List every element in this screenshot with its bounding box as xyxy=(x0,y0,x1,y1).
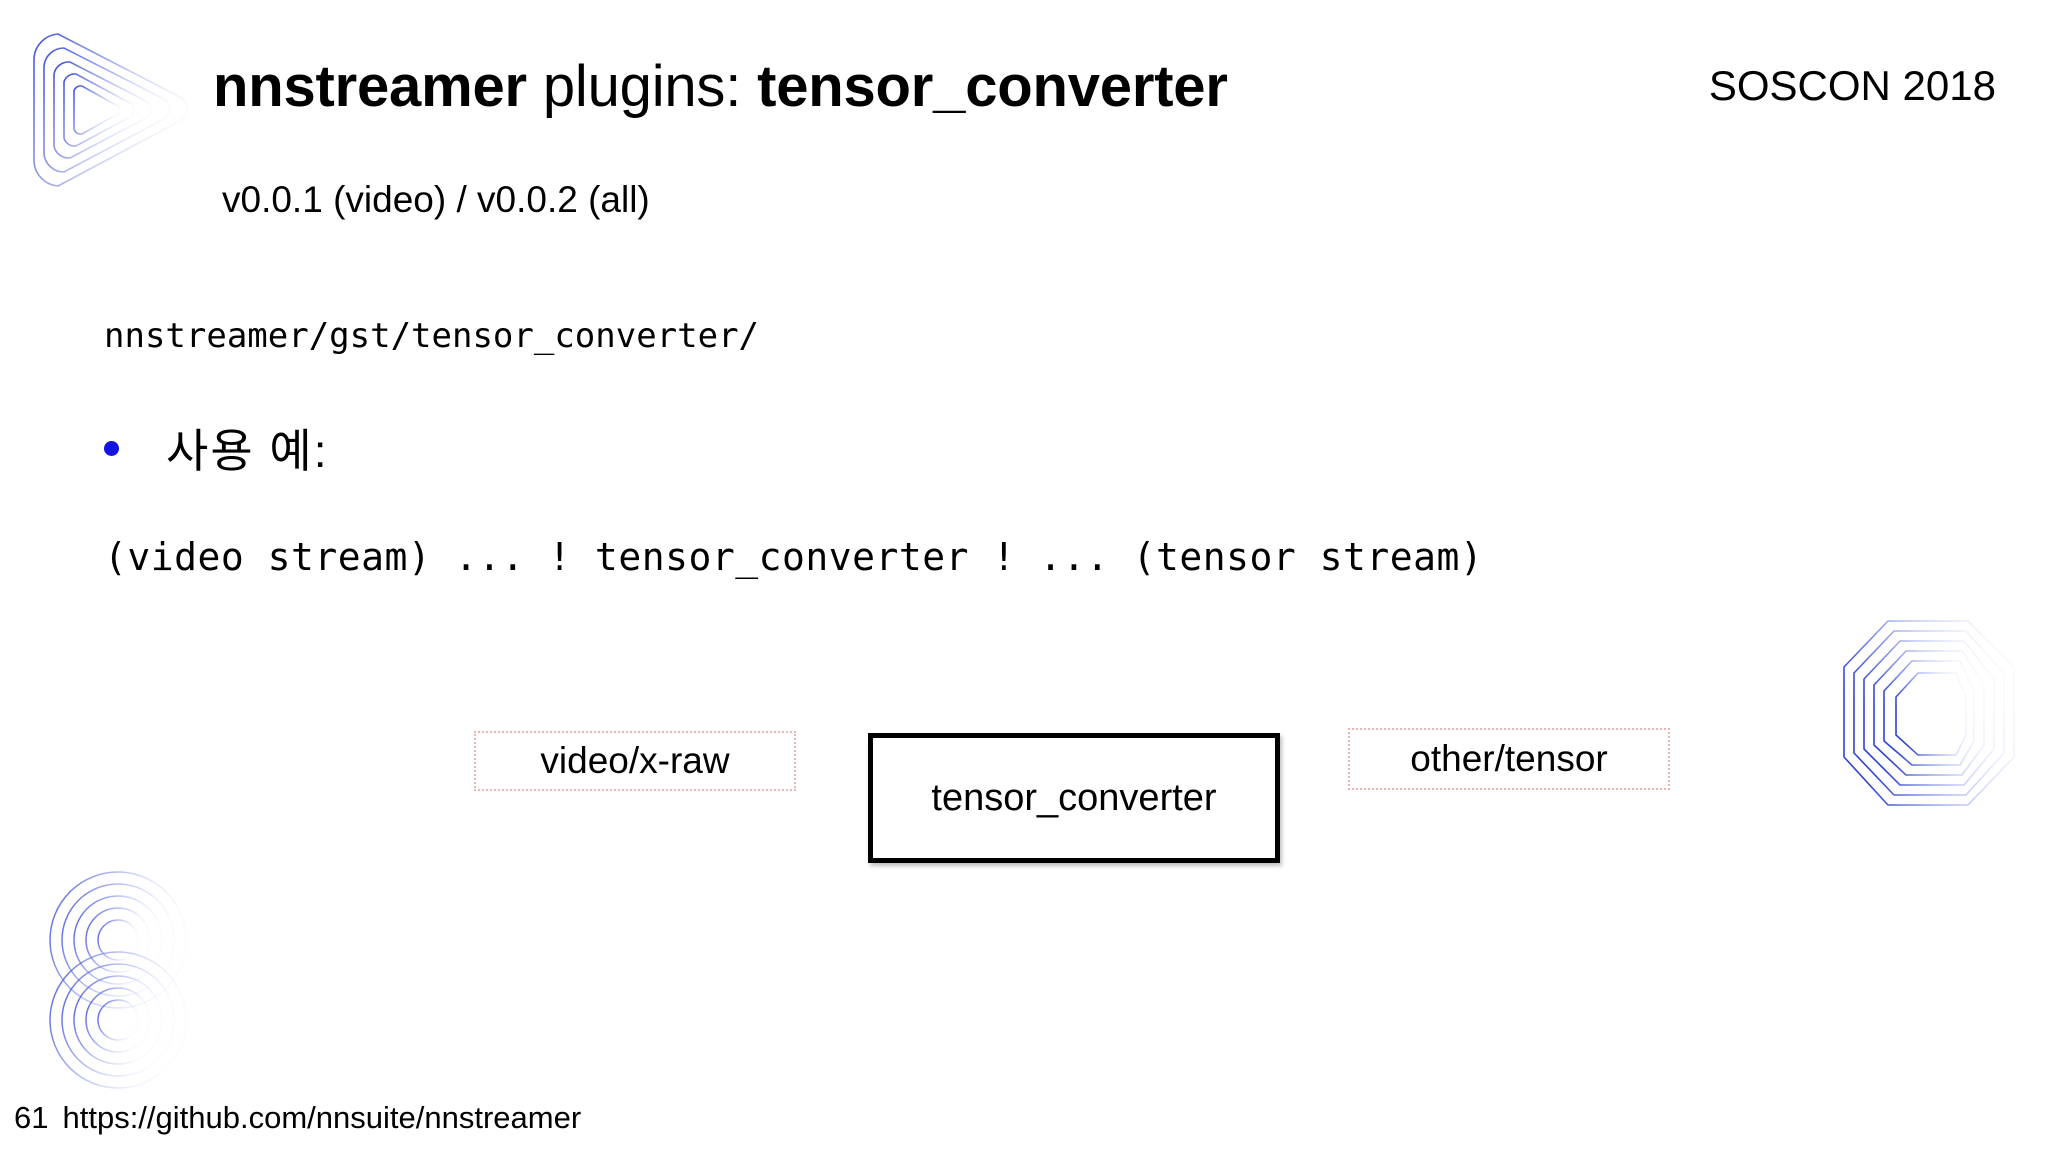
title-part-normal: plugins: xyxy=(526,54,758,119)
bullet-dot-icon xyxy=(104,440,119,456)
bullet-item-usage: 사용 예: xyxy=(104,415,329,481)
bullet-item-label: 사용 예: xyxy=(166,425,329,477)
input-caps-label: video/x-raw xyxy=(540,740,730,781)
page-title: nnstreamer plugins: tensor_converter xyxy=(213,54,1228,120)
input-caps-box: video/x-raw xyxy=(474,731,796,791)
logo-bottom-left-icon xyxy=(49,871,187,1089)
conference-label: SOSCON 2018 xyxy=(1708,62,1996,109)
logo-right-icon xyxy=(1843,620,2015,806)
output-caps-label: other/tensor xyxy=(1410,738,1608,779)
pipeline-code-text: (video stream) ... ! tensor_converter ! … xyxy=(104,535,1484,579)
footer: 61 https://github.com/nnsuite/nnstreamer xyxy=(14,1100,581,1136)
process-block-tensor-converter: tensor_converter xyxy=(868,733,1280,863)
title-part-bold-2: tensor_converter xyxy=(757,54,1228,119)
logo-top-left-icon xyxy=(33,33,188,187)
source-path-text: nnstreamer/gst/tensor_converter/ xyxy=(104,316,760,356)
output-caps-box: other/tensor xyxy=(1348,728,1670,790)
page-number: 61 xyxy=(14,1100,49,1135)
page-subtitle: v0.0.1 (video) / v0.0.2 (all) xyxy=(222,179,650,220)
title-part-bold-1: nnstreamer xyxy=(213,54,527,119)
process-block-label: tensor_converter xyxy=(931,776,1217,819)
repo-url-link[interactable]: https://github.com/nnsuite/nnstreamer xyxy=(62,1100,582,1135)
